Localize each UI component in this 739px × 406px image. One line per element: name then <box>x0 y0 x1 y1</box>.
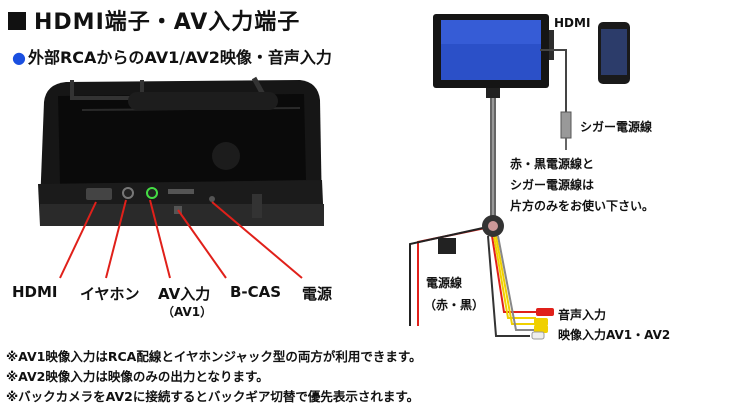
note-av1: ※AV1映像入力はRCA配線とイヤホンジャック型の両方が利用できます。 <box>6 349 422 364</box>
cable-hub <box>482 215 504 237</box>
label-video-input: 映像入力AV1・AV2 <box>558 328 671 342</box>
label-power-note-1: 赤・黒電源線と <box>510 157 595 171</box>
label-hdmi-port: HDMI <box>12 283 58 301</box>
connector-pointers <box>59 199 303 279</box>
monitor-rear-view <box>38 76 324 226</box>
label-power-note-3: 片方のみをお使い下さい。 <box>510 199 655 213</box>
page-title: HDMI端子・AV入力端子 <box>8 4 300 36</box>
label-audio-input: 音声入力 <box>558 308 607 322</box>
blue-dot-icon: ● <box>12 48 26 67</box>
label-power-wire: 電源線 <box>426 276 463 290</box>
label-av-input-port: AV入力 <box>158 285 211 303</box>
label-bcas-slot: B-CAS <box>230 283 282 301</box>
note-back-camera: ※バックカメラをAV2に接続するとバックギア切替で優先表示されます。 <box>6 389 420 404</box>
label-cigar-power: シガー電源線 <box>580 120 653 134</box>
smartphone <box>598 22 630 84</box>
label-av-input-sub: （AV1） <box>162 305 213 319</box>
page-subtitle: ●外部RCAからのAV1/AV2映像・音声入力 <box>12 44 332 68</box>
cables <box>409 49 572 337</box>
page-subtitle-text: 外部RCAからのAV1/AV2映像・音声入力 <box>27 48 332 67</box>
rca-plugs <box>531 308 554 340</box>
label-hdmi-cable: HDMI <box>554 16 591 30</box>
label-power-note-2: シガー電源線は <box>510 178 595 192</box>
label-earphone-port: イヤホン <box>80 285 140 303</box>
monitor-front-view <box>433 14 554 98</box>
square-bullet-icon <box>8 12 26 30</box>
page-title-text: HDMI端子・AV入力端子 <box>34 10 301 35</box>
note-av2: ※AV2映像入力は映像のみの出力となります。 <box>6 369 269 384</box>
label-power-wire-colors: （赤・黒） <box>424 298 485 312</box>
label-power-port: 電源 <box>302 285 333 303</box>
